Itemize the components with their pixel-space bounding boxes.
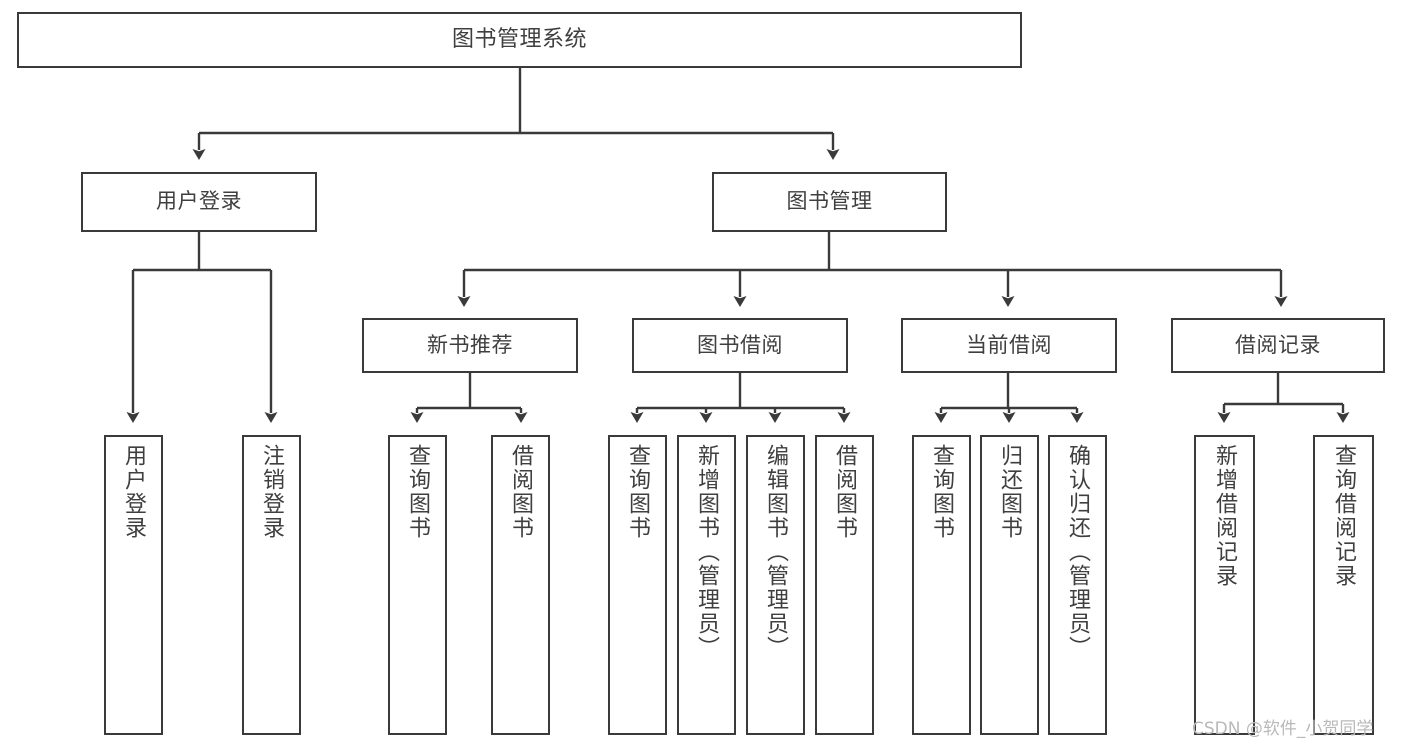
node-borrow-record[interactable]: 借阅记录 (1171, 318, 1385, 373)
leaf-borrow-book[interactable]: 借阅图书 (815, 435, 874, 735)
node-user-login[interactable]: 用户登录 (81, 172, 317, 232)
node-book-borrow[interactable]: 图书借阅 (632, 318, 848, 373)
leaf-query-book-borrow[interactable]: 查询图书 (608, 435, 667, 735)
node-label: 新书推荐 (427, 332, 513, 357)
node-label: 用户登录 (121, 444, 147, 540)
leaf-confirm-return-admin[interactable]: 确认归还（管理员） (1048, 435, 1107, 735)
node-label: 借阅图书 (508, 444, 534, 540)
node-label: 注销登录 (259, 444, 285, 540)
leaf-query-borrow-record[interactable]: 查询借阅记录 (1313, 435, 1374, 735)
node-label: 借阅图书 (832, 444, 858, 540)
leaf-borrow-book-recommend[interactable]: 借阅图书 (491, 435, 550, 735)
leaf-return-book[interactable]: 归还图书 (980, 435, 1039, 735)
node-label: 借阅记录 (1235, 332, 1321, 357)
node-label: 查询图书 (625, 444, 651, 540)
node-label: 确认归还（管理员） (1065, 444, 1091, 660)
leaf-edit-book-admin[interactable]: 编辑图书（管理员） (746, 435, 805, 735)
leaf-user-login[interactable]: 用户登录 (104, 435, 163, 735)
node-label: 新增借阅记录 (1212, 444, 1238, 588)
leaf-add-borrow-record[interactable]: 新增借阅记录 (1194, 435, 1255, 735)
node-label: 图书借阅 (697, 332, 783, 357)
leaf-query-book-current[interactable]: 查询图书 (912, 435, 971, 735)
node-label: 用户登录 (156, 189, 242, 214)
node-label: 图书管理系统 (451, 26, 587, 52)
csdn-watermark: CSDN @软件_小贺同学 (1192, 719, 1374, 739)
node-label: 图书管理 (786, 189, 873, 214)
node-new-book-recommend[interactable]: 新书推荐 (362, 318, 578, 373)
node-root-book-management-system[interactable]: 图书管理系统 (17, 12, 1022, 68)
leaf-logout-login[interactable]: 注销登录 (242, 435, 301, 735)
leaf-query-book-recommend[interactable]: 查询图书 (388, 435, 447, 735)
node-book-management[interactable]: 图书管理 (712, 172, 947, 232)
node-label: 查询借阅记录 (1331, 444, 1357, 588)
node-label: 归还图书 (997, 444, 1023, 540)
node-label: 当前借阅 (966, 332, 1052, 357)
node-current-borrow[interactable]: 当前借阅 (901, 318, 1117, 373)
node-label: 查询图书 (405, 444, 431, 540)
node-label: 新增图书（管理员） (694, 444, 720, 660)
node-label: 查询图书 (929, 444, 955, 540)
leaf-add-book-admin[interactable]: 新增图书（管理员） (677, 435, 736, 735)
node-label: 编辑图书（管理员） (763, 444, 789, 660)
